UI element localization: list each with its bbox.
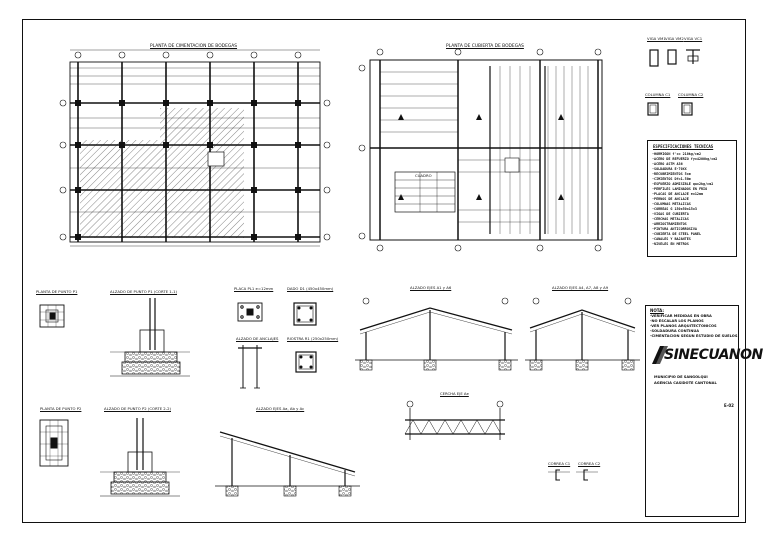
elevation-aa-ab-ac <box>215 431 360 497</box>
client-name: MUNICIPIO DE SANGOLQUI <box>654 375 708 379</box>
spec-line: -ACERO ASTM A36 <box>652 162 683 166</box>
sheet-frame <box>22 19 746 523</box>
spec-line: -SOLDADURA E-70XX <box>652 167 687 171</box>
spec-line: -ARRIOSTRAMIENTOS <box>652 222 687 226</box>
title-foundation-plan: PLANTA DE CIMENTACION DE BODEGAS <box>150 44 238 49</box>
elevation-a1-a6 <box>355 297 518 371</box>
footing-p2-plan <box>39 419 69 467</box>
die-d1 <box>293 302 317 326</box>
title-column-c2: COLUMNA C2 <box>678 92 704 97</box>
note-line: -NO ESCALAR LOS PLANOS <box>650 319 704 323</box>
title-elevation-a1-a6: ALZADO EJES A1 y A6 <box>410 285 452 290</box>
logo-text: SINECUANON <box>664 347 763 363</box>
footing-p1-elevation <box>110 298 190 377</box>
title-footing-p1-plan: PLANTA DE PUNTO P1 <box>36 289 78 294</box>
roof-plan <box>358 48 603 252</box>
title-roof-plan: PLANTA DE CUBIERTA DE BODEGAS <box>446 44 524 49</box>
spec-line: -VIGAS DE CUBIERTA <box>652 212 689 216</box>
footing-p1-plan <box>39 304 65 328</box>
brace-r1 <box>295 351 317 373</box>
spec-line: -CANALES Y BAJANTES <box>652 237 691 241</box>
note-line: -VER PLANOS ARQUITECTONICOS <box>650 324 717 328</box>
title-footing-p1-elevation: ALZADO DE PUNTO P1 (CORTE 1-1) <box>110 289 177 294</box>
beam-sections <box>647 49 700 116</box>
title-purlin-c2: CORREA C2 <box>578 461 601 466</box>
title-elevation-aa: ALZADO EJES Aa, Ab y Ac <box>256 406 305 411</box>
footing-p2-elevation <box>100 418 180 497</box>
title-block: NOTA: -VERIFICAR MEDIDAS EN OBRA -NO ESC… <box>645 305 763 517</box>
title-purlin-c1: CORREA C1 <box>548 461 571 466</box>
note-line: -CIMENTACION SEGUN ESTUDIO DE SUELOS <box>650 334 738 338</box>
spec-line: -CERCHAS METALICAS <box>652 217 689 221</box>
spec-line: -ACERO DE REFUERZO fy=4200kg/cm2 <box>652 157 718 161</box>
company-logo: SINECUANON <box>650 344 763 366</box>
roof-table-title: CUADRO <box>415 173 432 178</box>
specifications-box: ESPECIFICACIONES TECNICAS -HORMIGON f'c=… <box>647 140 737 257</box>
sheet-number: E-02 <box>724 403 734 408</box>
anchor-elevation <box>238 345 262 389</box>
note-line: -SOLDADURA CONTINUA <box>650 329 699 333</box>
title-plate-pl1: PLACA PL1 e=12mm <box>234 286 274 291</box>
spec-line: -NIVELES EN METROS <box>652 242 689 246</box>
spec-line: -HORMIGON f'c= 210kg/cm2 <box>652 152 701 156</box>
title-truss-ae: CERCHA EJE Ae <box>440 391 469 396</box>
spec-line: -ESFUERZO ADMISIBLE qa=2kg/cm2 <box>652 182 714 186</box>
title-anchor-elevation: ALZADO DE ANCLAJES <box>236 336 279 341</box>
title-die-d1: DADO D1 (450x450mm) <box>287 286 334 291</box>
title-footing-p2-plan: PLANTA DE PUNTO P2 <box>40 406 82 411</box>
spec-line: -PLACAS DE ANCLAJE e=12mm <box>652 192 704 196</box>
title-beam-vm1: VIGA VM1 <box>647 36 666 41</box>
spec-line: -PERFILES LAMINADOS EN FRIO <box>652 187 708 191</box>
title-footing-p2-elevation: ALZADO DE PUNTO P2 (CORTE 2-2) <box>104 406 171 411</box>
title-brace-r1: RIOSTRA R1 (250x250mm) <box>287 336 339 341</box>
foundation-plan <box>59 49 331 247</box>
logo-mark-icon <box>652 346 668 364</box>
notes-title: NOTA: <box>650 308 664 313</box>
title-elevation-a4-a7: ALZADO EJES A4, A7, A8 y A9 <box>552 285 609 290</box>
spec-line: -CIMIENTOS Df=1.50m <box>652 177 691 181</box>
spec-line: -CUBIERTA DE STEEL PANEL <box>652 232 701 236</box>
spec-line: -PINTURA ANTICORROSIVA <box>652 227 697 231</box>
title-column-c1: COLUMNA C1 <box>645 92 671 97</box>
note-line: -VERIFICAR MEDIDAS EN OBRA <box>650 314 712 318</box>
truss-ae <box>404 400 505 440</box>
title-beam-vm2: VIGA VM2 <box>665 36 684 41</box>
spec-line: -COLUMNAS METALICAS <box>652 202 691 206</box>
plate-pl1 <box>237 302 263 322</box>
title-beam-vc1: VIGA VC1 <box>684 36 703 41</box>
spec-line: -PERNOS DE ANCLAJE <box>652 197 689 201</box>
purlins <box>548 469 598 481</box>
elevation-a4-a7 <box>525 297 640 371</box>
specs-title: ESPECIFICACIONES TECNICAS <box>653 144 714 149</box>
spec-line: -CORREAS G 150x50x15x3 <box>652 207 697 211</box>
project-name: AGENCIA CASIDOTE CANTONAL <box>654 381 717 385</box>
spec-line: -RECUBRIMIENTOS 5cm <box>652 172 691 176</box>
